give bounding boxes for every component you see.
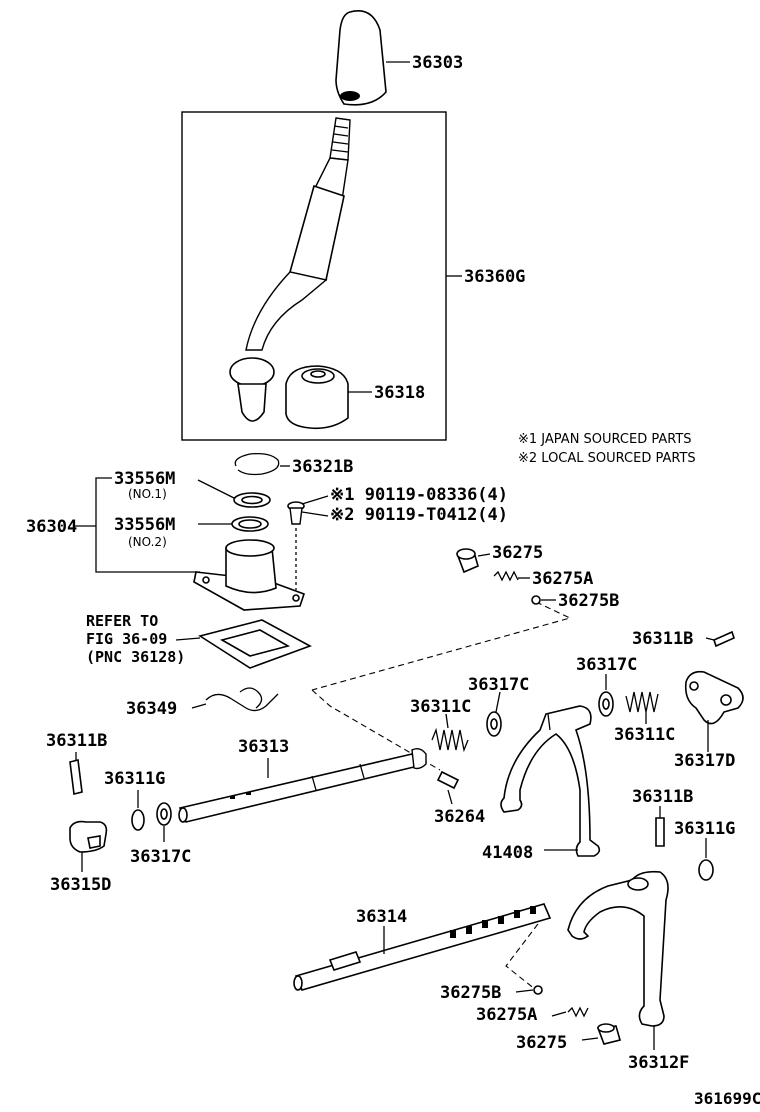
washer-no2 xyxy=(198,516,269,532)
shift-shaft-36313 xyxy=(178,747,427,823)
pin-mid xyxy=(655,806,665,847)
retainer-bracket-lines xyxy=(74,477,200,573)
label-36311B-right: 36311B xyxy=(632,629,693,649)
label-36311G-right: 36311G xyxy=(674,819,735,839)
label-90119-08336: ※1 90119-08336(4) xyxy=(330,485,508,505)
shift-head xyxy=(684,670,744,752)
label-36311G-left: 36311G xyxy=(104,769,165,789)
label-36317C-bottom: 36317C xyxy=(130,847,191,867)
label-36360G: 36360G xyxy=(464,267,525,287)
plug-bottom xyxy=(581,1023,621,1045)
shift-fork-36312F xyxy=(567,870,669,1050)
label-36321B: 36321B xyxy=(292,457,353,477)
spring-clip xyxy=(191,687,279,712)
washer-mid xyxy=(598,674,614,717)
shift-shaft-36314 xyxy=(293,903,552,991)
bolt xyxy=(287,495,329,590)
label-36304: 36304 xyxy=(26,517,77,537)
label-36311C-left: 36311C xyxy=(410,697,471,717)
label-36264: 36264 xyxy=(434,807,485,827)
note-japan: ※1 JAPAN SOURCED PARTS xyxy=(518,432,692,447)
label-36275A-top: 36275A xyxy=(532,569,593,589)
spring-top xyxy=(493,570,530,582)
label-36311C-right: 36311C xyxy=(614,725,675,745)
refer-line1: REFER TO xyxy=(86,612,158,630)
pin-right xyxy=(705,630,735,648)
e-ring-right xyxy=(698,838,714,881)
diagram-code: 361699C xyxy=(694,1089,760,1108)
shift-lever xyxy=(229,117,462,422)
ball-bottom xyxy=(515,985,543,995)
spring-bottom xyxy=(551,1006,589,1018)
washer-no1 xyxy=(197,479,271,508)
shift-head-36315D xyxy=(69,820,108,872)
label-33556M-1: 33556M xyxy=(114,469,175,489)
spring-left xyxy=(431,713,469,753)
label-33556M-1-sub: (NO.1) xyxy=(128,487,167,501)
spring-right xyxy=(625,691,659,724)
guide-lines xyxy=(311,601,572,991)
label-36303: 36303 xyxy=(412,53,463,73)
label-36311B-mid: 36311B xyxy=(632,787,693,807)
pin-left xyxy=(69,752,83,795)
shift-lever-retainer xyxy=(193,539,306,611)
label-36275B-bottom: 36275B xyxy=(440,983,501,1003)
label-33556M-2: 33556M xyxy=(114,515,175,535)
shift-knob xyxy=(335,10,410,106)
label-36317D: 36317D xyxy=(674,751,735,771)
refer-line3: (PNC 36128) xyxy=(86,648,185,666)
label-36275-bottom: 36275 xyxy=(516,1033,567,1053)
snap-ring xyxy=(234,452,290,476)
refer-line2: FIG 36-09 xyxy=(86,630,167,648)
label-41408: 41408 xyxy=(482,843,533,863)
interlock-pin xyxy=(436,770,460,805)
label-36311B-left: 36311B xyxy=(46,731,107,751)
washer-left-top xyxy=(486,691,502,737)
washer-bottom xyxy=(156,802,172,842)
label-36317C-mid: 36317C xyxy=(576,655,637,675)
label-36315D: 36315D xyxy=(50,875,111,895)
label-33556M-2-sub: (NO.2) xyxy=(128,535,167,549)
label-36314: 36314 xyxy=(356,907,407,927)
label-36275A-bottom: 36275A xyxy=(476,1005,537,1025)
e-ring-left xyxy=(131,790,145,831)
ball-top xyxy=(531,595,556,605)
label-36275B-top: 36275B xyxy=(558,591,619,611)
label-36317C-left: 36317C xyxy=(468,675,529,695)
plug-top xyxy=(456,548,491,574)
label-36312F: 36312F xyxy=(628,1053,689,1073)
gasket xyxy=(175,619,312,669)
lever-boot xyxy=(285,365,372,430)
label-36349: 36349 xyxy=(126,699,177,719)
note-local: ※2 LOCAL SOURCED PARTS xyxy=(518,451,696,466)
label-36275-top: 36275 xyxy=(492,543,543,563)
label-36313: 36313 xyxy=(238,737,289,757)
label-90119-T0412: ※2 90119-T0412(4) xyxy=(330,505,508,525)
shift-fork-41408 xyxy=(500,705,601,857)
label-36318: 36318 xyxy=(374,383,425,403)
